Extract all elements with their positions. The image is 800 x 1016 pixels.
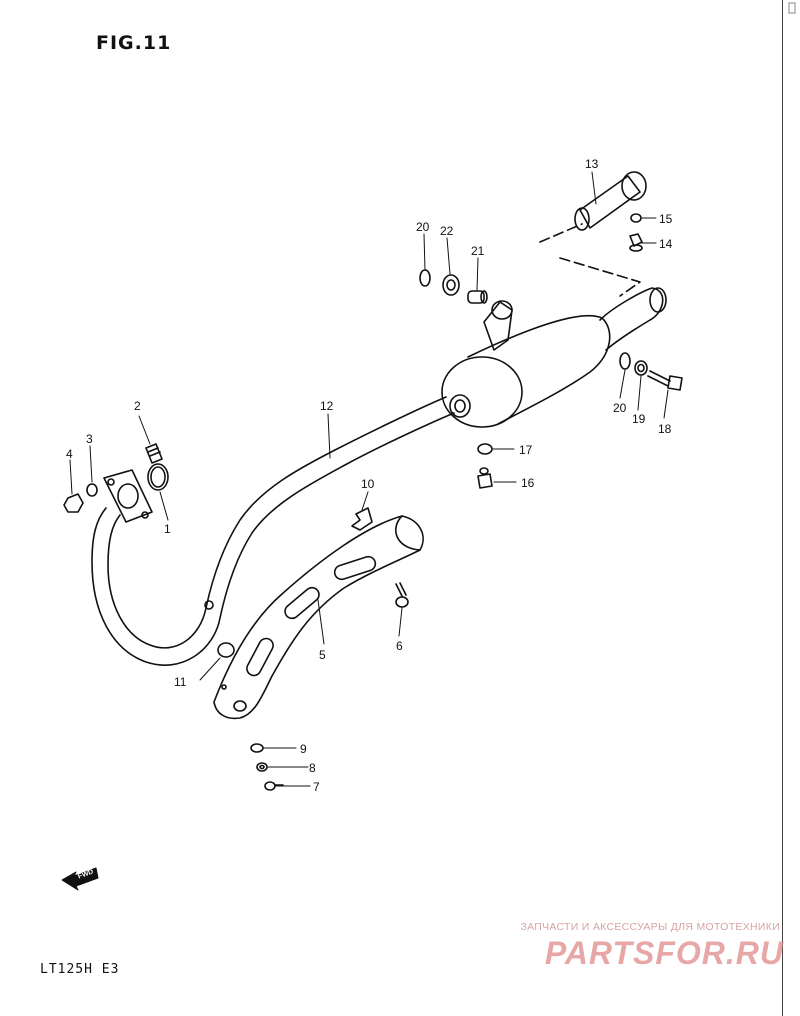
callout-16: 16 [521, 476, 535, 490]
cushion-part-22 [442, 274, 460, 296]
collar-part-21 [467, 290, 488, 304]
tail-pipe-part-13 [574, 171, 647, 231]
callout-1: 1 [164, 522, 171, 536]
bolt-part-18 [647, 370, 683, 391]
washer-part-15 [630, 213, 642, 223]
corner-mark-icon [788, 2, 796, 14]
callout-20-right: 20 [613, 401, 627, 415]
callout-15: 15 [659, 212, 673, 226]
callout-13: 13 [585, 157, 599, 171]
watermark-logo: PARTSFOR.RU [545, 935, 784, 971]
assembly-guideline [539, 223, 641, 297]
figure-title: FIG.11 [96, 32, 172, 54]
washer-part-3 [86, 483, 98, 497]
washer-part-20-right [619, 352, 631, 370]
bolt-part-14 [629, 233, 643, 252]
pipe-flange [103, 469, 153, 523]
muffler [441, 287, 667, 428]
heat-protector-part-5 [213, 515, 424, 720]
forward-direction-arrow-icon [61, 867, 99, 891]
watermark-logo-text: PARTSFOR.RU [545, 935, 784, 971]
callout-11: 11 [174, 675, 187, 689]
callout-21: 21 [471, 244, 485, 258]
page-border-line [782, 0, 783, 1016]
exhaust-pipe-part-12 [91, 396, 455, 666]
callout-18: 18 [658, 422, 672, 436]
screw-part-6 [395, 582, 409, 608]
callout-20-top: 20 [416, 220, 430, 234]
nut-part-4 [63, 493, 84, 513]
gasket-part-1 [147, 463, 169, 491]
callout-17: 17 [519, 443, 533, 457]
callout-22: 22 [440, 224, 454, 238]
callout-7: 7 [313, 780, 320, 794]
stud-bolt-part-2 [145, 443, 163, 464]
callout-8: 8 [309, 761, 316, 775]
washer-part-9 [250, 743, 264, 753]
callout-10: 10 [361, 477, 375, 491]
callout-5: 5 [319, 648, 326, 662]
callout-9: 9 [300, 742, 307, 756]
bolt-part-16 [477, 467, 493, 489]
callout-2: 2 [134, 399, 141, 413]
callout-14: 14 [659, 237, 673, 251]
washer-part-20-top [419, 269, 431, 287]
callout-3: 3 [86, 432, 93, 446]
bolt-part-7 [264, 781, 284, 791]
nut-part-17 [477, 443, 493, 455]
watermark-tagline: ЗАПЧАСТИ И АКСЕССУАРЫ ДЛЯ МОТОТЕХНИКИ [520, 921, 780, 933]
callout-12: 12 [320, 399, 334, 413]
callout-6: 6 [396, 639, 403, 653]
model-code: LT125H E3 [40, 962, 120, 977]
callout-leader-lines [69, 171, 669, 787]
washer-part-19 [634, 360, 648, 376]
clamp-part-10 [351, 507, 373, 531]
gasket-part-11 [217, 642, 235, 658]
callout-4: 4 [66, 447, 73, 461]
callout-19: 19 [632, 412, 646, 426]
nut-part-8 [256, 762, 268, 772]
